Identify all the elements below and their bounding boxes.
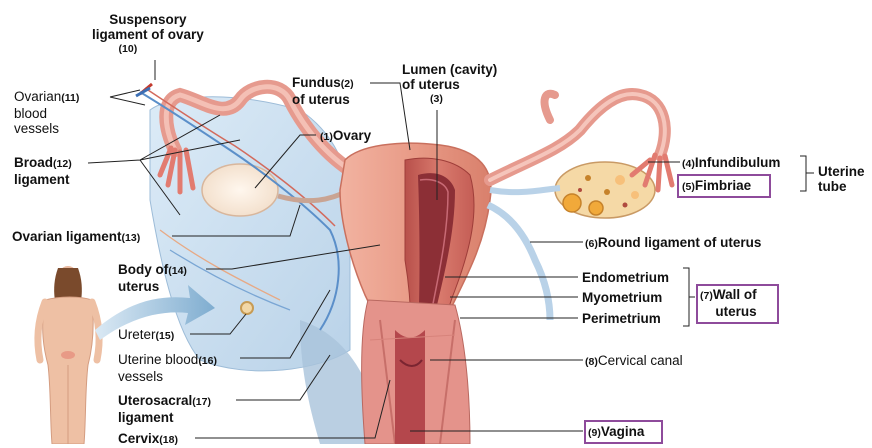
uterine-blood-vessels-label: Uterine blood(16) vessels: [118, 352, 217, 384]
body-of-uterus-label: Body of(14) uterus: [118, 262, 187, 294]
uterine-tube-label: Uterine tube: [818, 164, 865, 194]
perimetrium-label: Perimetrium: [582, 311, 661, 326]
broad-ligament-label: Broad(12) ligament: [14, 155, 72, 187]
cervical-canal-label: (8)Cervical canal: [585, 353, 683, 370]
infundibulum-label: (4)Infundibulum: [682, 155, 780, 172]
endometrium-label: Endometrium: [582, 270, 669, 285]
left-ovary-shape: [202, 164, 278, 216]
fimbriae-label: (5)Fimbriae: [682, 178, 751, 195]
ureter-cross-section: [241, 302, 253, 314]
vagina-label: (9)Vagina: [588, 424, 644, 441]
body-silhouette-icon: [38, 266, 99, 444]
right-ovarian-ligament: [490, 188, 560, 192]
lumen-label: Lumen (cavity) of uterus (3): [402, 62, 497, 107]
ovary-label: (1)Ovary: [320, 128, 371, 145]
fundus-label: Fundus(2) of uterus: [292, 75, 354, 107]
ovarian-blood-vessels-label: Ovarian(11) blood vessels: [14, 89, 79, 136]
uterosacral-fold-shape: [300, 320, 365, 444]
cervix-label: Cervix(18): [118, 431, 178, 448]
myometrium-label: Myometrium: [582, 290, 662, 305]
suspensory-ligament-label: Suspensory ligament of ovary (10): [92, 12, 204, 57]
round-ligament-label: (6)Round ligament of uterus: [585, 235, 761, 252]
round-ligament-shape: [488, 205, 550, 320]
wall-of-uterus-label: (7)Wall of uterus: [700, 287, 757, 319]
ovarian-ligament-label: Ovarian ligament(13): [12, 229, 140, 246]
ureter-label: Ureter(15): [118, 327, 174, 344]
uterosacral-ligament-label: Uterosacral(17) ligament: [118, 393, 211, 425]
